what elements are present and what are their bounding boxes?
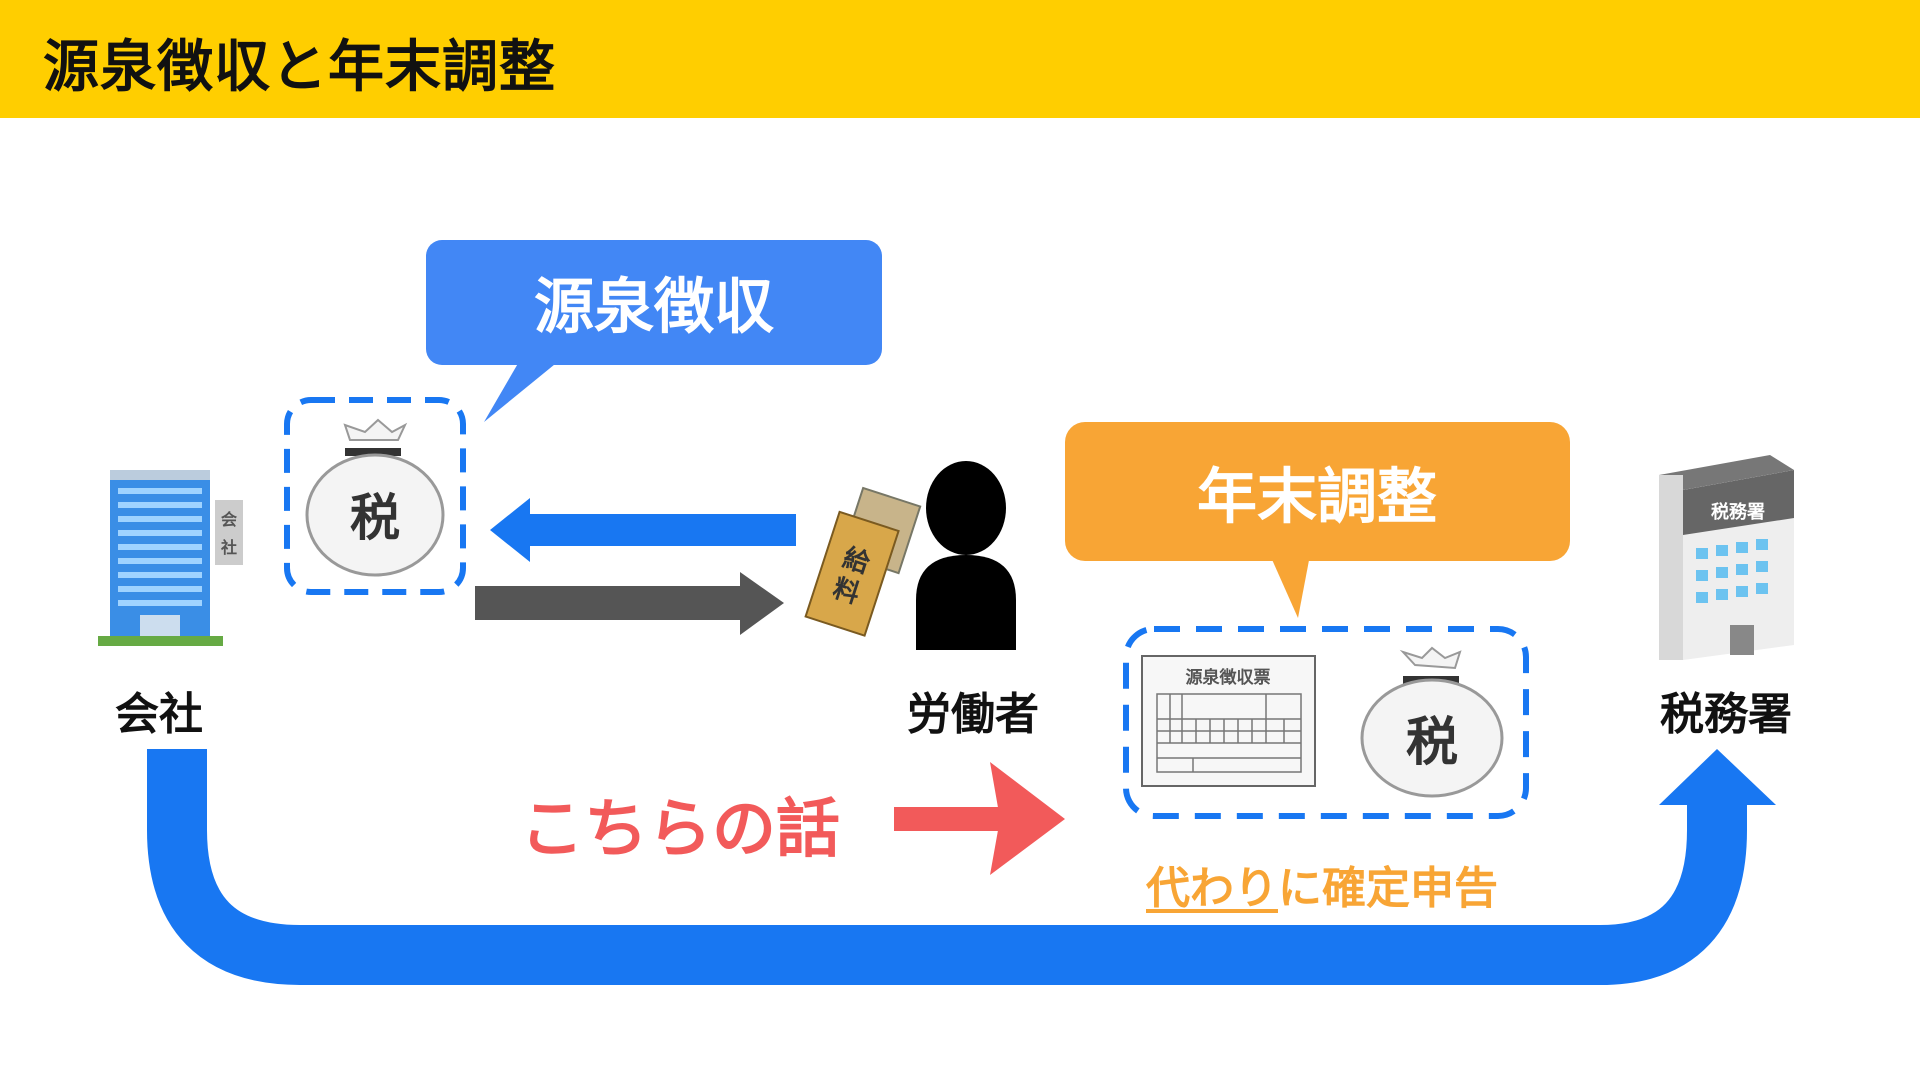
withholding-bubble (426, 240, 882, 422)
withholding-slip-icon: 源泉徴収票 (1141, 655, 1316, 787)
tax-arrow-to-company (490, 498, 796, 562)
year-end-bubble (1065, 422, 1570, 618)
tax-office-label: 税務署 (1660, 689, 1792, 740)
year-end-label: 年末調整 (1197, 462, 1437, 533)
proxy-filing-note: 代わりに確定申告 (1146, 852, 1498, 916)
tax-bag-icon: 税 (305, 418, 445, 577)
svg-text:税務署: 税務署 (1711, 501, 1765, 523)
dashed-box-left (284, 397, 466, 595)
page-title: 源泉徴収と年末調整 (43, 35, 556, 100)
flow-arrow-company-to-taxoffice (147, 749, 1747, 985)
company-building-icon: 会 社 (98, 470, 243, 646)
this-topic-note: こちらの話 (520, 793, 840, 867)
withholding-label: 源泉徴収 (534, 272, 774, 343)
svg-text:税: 税 (1406, 713, 1458, 773)
proxy-rest: に確定申告 (1278, 863, 1498, 914)
company-label: 会社 (115, 689, 203, 740)
salary-arrow-to-worker (475, 572, 784, 635)
svg-text:源泉徴収票: 源泉徴収票 (1186, 667, 1271, 688)
svg-text:会: 会 (221, 510, 237, 529)
proxy-underlined: 代わり (1146, 863, 1278, 914)
header-bar: 源泉徴収と年末調整 (0, 0, 1920, 118)
worker-person-icon (916, 461, 1016, 650)
tax-bag-icon: 税 (1360, 646, 1504, 798)
tax-office-building-icon: 税務署 (1659, 455, 1794, 660)
svg-text:税: 税 (350, 489, 400, 547)
dashed-box-right (1123, 626, 1529, 819)
svg-text:社: 社 (220, 538, 237, 557)
pointer-arrow (894, 762, 1065, 875)
flow-arrowhead (1659, 749, 1776, 805)
worker-label: 労働者 (907, 689, 1039, 740)
salary-envelope-icon: 給 料 (804, 486, 922, 637)
